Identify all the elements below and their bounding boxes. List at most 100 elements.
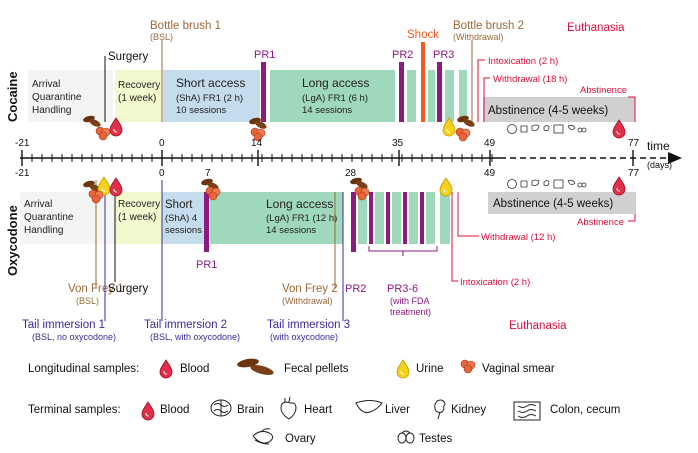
cocaine-pr3-bar: [437, 62, 442, 122]
legend-fecal: Fecal pellets: [284, 363, 349, 375]
cocaine-bottle-brush-1: Bottle brush 1: [150, 20, 221, 32]
tail-immersion-2: Tail immersion 2: [144, 319, 227, 331]
ovary-icon: [252, 428, 274, 445]
oxy-withdrawal: Withdrawal (12 h): [481, 232, 555, 243]
oxy-short-access-text: Short (ShA) 4 sessions: [165, 195, 202, 236]
oxy-abstinence-label: Abstinence: [577, 217, 624, 228]
oxy-recovery-box: [115, 192, 162, 244]
vaginal-smear-icon: [460, 359, 476, 374]
cocaine-withdrawal-paren: (Withdrawal): [453, 32, 504, 42]
cocaine-short-access-box: [163, 70, 260, 122]
tick-label-top: 14: [251, 138, 263, 149]
oxy-lga-session: [440, 192, 450, 244]
organ-icons: [507, 124, 587, 134]
cocaine-pr1-bar: [261, 62, 266, 122]
cocaine-pr2-bar: [399, 62, 404, 122]
oxy-lga-session: [375, 192, 384, 244]
oxy-surgery-label: Surgery: [108, 283, 149, 295]
colon-cecum-icon: [513, 401, 541, 421]
legend-longitudinal-title: Longitudinal samples:: [28, 363, 139, 375]
time-label: time: [647, 139, 670, 153]
cocaine-long-access-text: Long access (LgA) FR1 (6 h) 14 sessions: [302, 74, 374, 116]
blood-drop-icon: [141, 401, 155, 421]
heart-icon: [280, 396, 297, 420]
fecal-pellets-icon: [237, 358, 274, 375]
tick-label-bottom: -21: [15, 168, 30, 179]
legend-blood: Blood: [180, 363, 209, 375]
oxy-lga-session: [358, 192, 367, 244]
cocaine-surgery-label: Surgery: [108, 51, 149, 63]
cocaine-bsl: (BSL): [150, 32, 173, 42]
tick-label-top: -21: [15, 138, 30, 149]
blood-drop-icon: [109, 177, 123, 197]
tick-label-bottom: 28: [345, 168, 357, 179]
oxy-abstinence-box: [488, 192, 636, 214]
legend-vaginal: Vaginal smear: [482, 363, 555, 375]
tail-immersion-3-sub: (with oxycodone): [270, 332, 338, 342]
tick-label-bottom: 7: [205, 168, 211, 179]
blood-drop-icon: [612, 119, 626, 139]
cocaine-pr2-label: PR2: [392, 49, 413, 61]
oxy-pr2-bar: [351, 192, 356, 252]
cocaine-pr3-label: PR3: [433, 49, 454, 61]
brain-icon: [210, 399, 232, 417]
legend-brain: Brain: [237, 404, 264, 416]
oxy-long-access-box: [210, 192, 343, 244]
blood-drop-icon: [612, 176, 626, 196]
cocaine-recovery-box: [115, 70, 162, 122]
legend-heart: Heart: [304, 404, 333, 416]
legend-colon: Colon, cecum: [550, 404, 620, 416]
oxy-von-frey-2: Von Frey 2: [282, 283, 338, 295]
legend-liver: Liver: [385, 404, 410, 416]
time-arrow-icon: [668, 152, 682, 164]
oxy-pr1-bar: [204, 192, 209, 252]
oxy-euthanasia: Euthanasia: [509, 320, 567, 332]
cocaine-lga-session: [407, 70, 416, 122]
tick-label-bottom: 77: [628, 168, 640, 179]
vaginal-smear-icon: [95, 126, 111, 141]
oxy-intoxication: Intoxication (2 h): [460, 277, 530, 288]
oxy-pr-bar: [420, 192, 424, 244]
oxy-lga-session: [409, 192, 418, 244]
oxycodone-label: Oxycodone: [5, 205, 20, 276]
oxy-lga-session: [392, 192, 401, 244]
tick-label-top: 77: [628, 138, 640, 149]
cocaine-intoxication: Intoxication (2 h): [488, 56, 558, 67]
cocaine-arrival-box: [28, 70, 113, 122]
cocaine-withdrawal: Withdrawal (18 h): [493, 74, 567, 85]
cocaine-abstinence-box: [483, 97, 635, 122]
cocaine-abstinence-box-text: Abstinence (4-5 weeks): [488, 105, 608, 117]
cocaine-shock-bar: [421, 42, 425, 122]
oxy-abstinence-box-text: Abstinence (4-5 weeks): [493, 198, 613, 210]
tail-immersion-3: Tail immersion 3: [267, 319, 350, 331]
cocaine-pr1-label: PR1: [254, 49, 275, 61]
organ-icons: [507, 179, 587, 189]
legend-terminal-blood: Blood: [160, 404, 189, 416]
oxy-short-access-box: [162, 192, 204, 244]
cocaine-lga-session: [459, 70, 467, 122]
tail-immersion-2-sub: (BSL, with oxycodone): [150, 332, 240, 342]
oxy-long-access-text: Long access (LgA) FR1 (12 h) 14 sessions: [266, 195, 342, 236]
oxy-pr3-6-label: PR3-6: [387, 283, 418, 295]
oxy-bsl: (BSL): [76, 296, 99, 306]
legend-terminal-title: Terminal samples:: [28, 404, 121, 416]
oxy-arrival-text: Arrival Quarantine Handling: [24, 199, 76, 236]
urine-drop-icon: [439, 177, 453, 197]
testes-icon: [397, 430, 415, 444]
tick-label-bottom: 49: [484, 168, 496, 179]
tick-label-bottom: 0: [159, 168, 165, 179]
tail-immersion-1: Tail immersion 1: [22, 319, 105, 331]
tail-immersion-1-sub: (BSL, no oxycodone): [32, 332, 116, 342]
cocaine-lga-session: [445, 70, 454, 122]
legend-kidney: Kidney: [451, 404, 486, 416]
cocaine-short-access-text: Short access (ShA) FR1 (2 h) 10 sessions: [176, 74, 250, 116]
cocaine-bottle-brush-2: Bottle brush 2: [453, 20, 524, 32]
vaginal-smear-icon: [455, 127, 471, 142]
cocaine-arrival-text: Arrival Quarantine Handling: [32, 79, 84, 116]
legend-ovary: Ovary: [285, 433, 316, 445]
legend-testes: Testes: [419, 433, 452, 445]
tick-label-top: 35: [392, 138, 404, 149]
oxy-pr2-label: PR2: [345, 283, 366, 295]
blood-drop-icon: [159, 359, 173, 379]
